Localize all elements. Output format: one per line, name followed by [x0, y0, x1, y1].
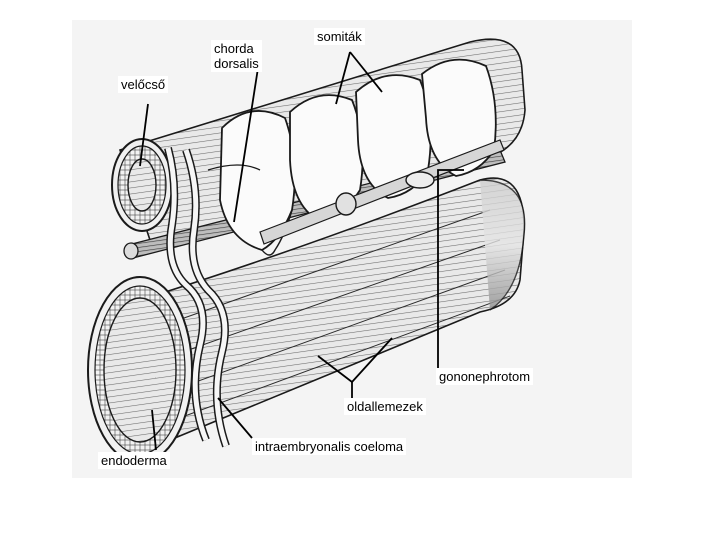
- label-intraembryonalis-coeloma: intraembryonalis coeloma: [252, 438, 407, 455]
- label-oldallemezek: oldallemezek: [344, 398, 426, 415]
- callout-gononephrotom: [437, 169, 464, 370]
- callout-coeloma: [217, 397, 253, 439]
- callout-lines: [139, 51, 464, 451]
- label-somitak: somiták: [314, 28, 365, 45]
- label-chorda-line2: dorsalis: [214, 56, 259, 71]
- gut-tube-cross-section: [87, 276, 193, 464]
- callout-somitak-1: [335, 51, 351, 105]
- callout-endoderma: [151, 409, 157, 451]
- label-chorda-dorsalis: chorda dorsalis: [211, 40, 262, 72]
- label-gononephrotom: gononephrotom: [436, 368, 534, 385]
- label-endoderma: endoderma: [98, 452, 170, 469]
- callout-oldallemezek-b: [351, 337, 393, 383]
- gut-tube-cylinder: [139, 177, 526, 442]
- callout-velocso: [139, 103, 149, 167]
- gononephrotome: [259, 139, 505, 245]
- somite-1: [219, 110, 296, 251]
- lateral-plate-sheets: [164, 146, 261, 448]
- label-chorda-line1: chorda: [214, 41, 254, 56]
- callout-somitak-2: [349, 51, 383, 93]
- callout-oldallemezek-a: [317, 355, 353, 383]
- somite-2: [289, 94, 364, 221]
- label-velocso: velőcső: [118, 76, 169, 93]
- callout-chorda: [233, 67, 259, 223]
- somites: [219, 58, 497, 256]
